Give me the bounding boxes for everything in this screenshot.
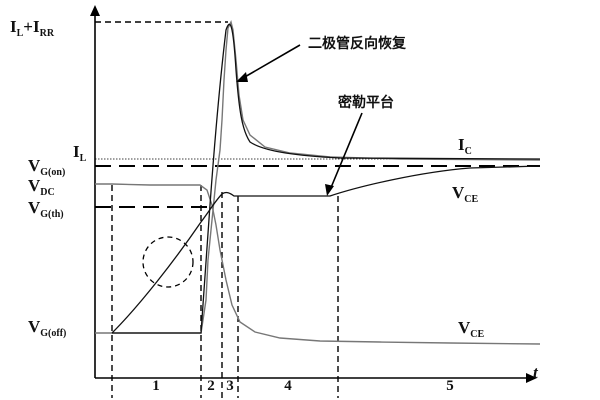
x-axis-arrow-icon — [526, 373, 537, 383]
label-vdc: VDC — [28, 176, 55, 198]
vg-off-noisy-trace — [95, 19, 541, 334]
label-vce-upper: VCE — [452, 183, 479, 205]
miller-plateau-arrow-icon — [325, 184, 334, 196]
label-vg-off: VG(off) — [28, 317, 66, 339]
stage-label-1: 1 — [152, 378, 160, 394]
label-vce-lower: VCE — [458, 318, 485, 340]
ic-curve — [112, 23, 541, 334]
vce-upper-noisy-trace — [95, 183, 541, 345]
label-t-axis: t — [533, 363, 539, 382]
annotation-diode-recovery: 二极管反向恢复 — [308, 35, 407, 52]
dashed-circle-highlight — [142, 236, 194, 288]
label-vg-th: VG(th) — [28, 198, 64, 220]
label-il: IL — [73, 142, 87, 164]
stage-label-5: 5 — [446, 378, 454, 394]
label-il-irr: IL+IRR — [10, 17, 55, 39]
stage-label-2: 2 — [207, 378, 215, 394]
label-ic: IC — [458, 135, 472, 157]
label-vg-on: VG(on) — [28, 156, 65, 178]
annotation-miller-plateau: 密勒平台 — [337, 94, 394, 111]
y-axis-arrow-icon — [90, 5, 100, 16]
vge-gate-curve — [111, 165, 541, 334]
stage-label-4: 4 — [284, 378, 292, 394]
stage-label-3: 3 — [226, 378, 234, 394]
miller-plateau-arrow-line — [329, 112, 363, 191]
diode-recovery-arrow-line — [242, 44, 301, 79]
diode-recovery-arrow-icon — [236, 72, 248, 82]
